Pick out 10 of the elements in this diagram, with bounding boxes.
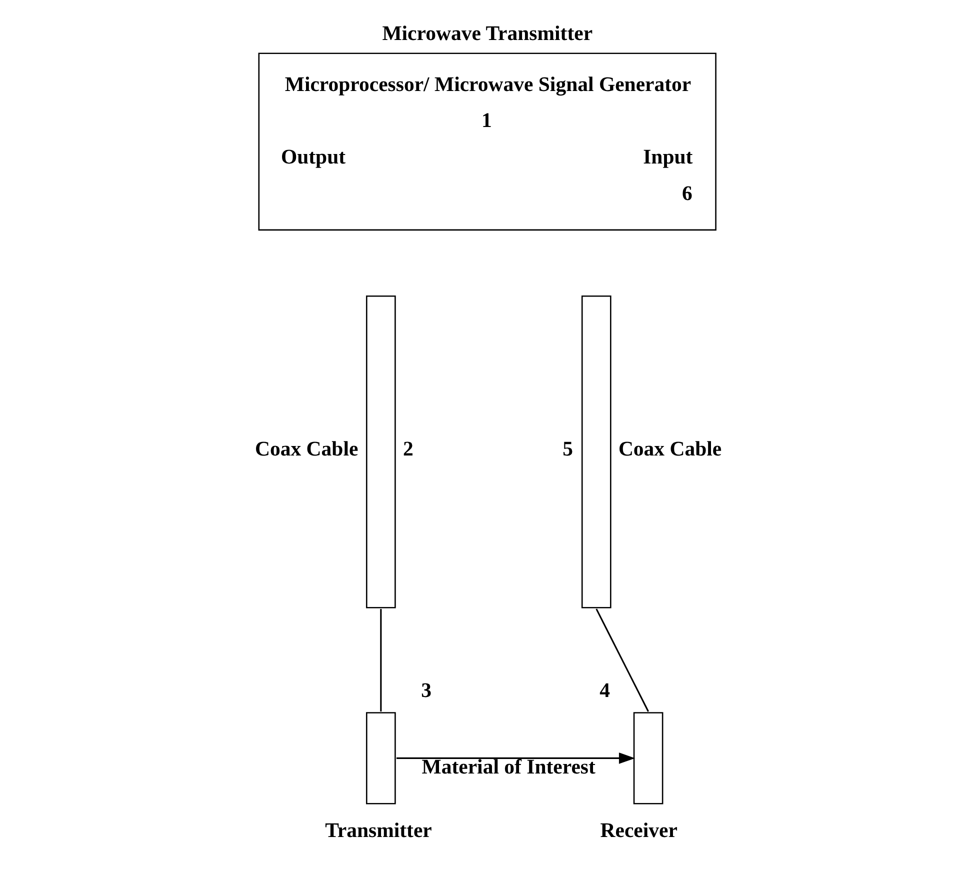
- node-label: Receiver: [600, 820, 677, 842]
- edge-label: Material of Interest: [421, 756, 595, 778]
- node-label: 3: [420, 679, 432, 702]
- node-label: 4: [599, 679, 610, 702]
- node-label: Transmitter: [324, 820, 432, 842]
- node-label: Coax Cable: [254, 438, 358, 460]
- node-label: Coax Cable: [618, 438, 722, 460]
- node-label: 5: [562, 438, 573, 460]
- node-label: 2: [402, 438, 413, 460]
- node-label: Microwave Transmitter: [382, 22, 592, 45]
